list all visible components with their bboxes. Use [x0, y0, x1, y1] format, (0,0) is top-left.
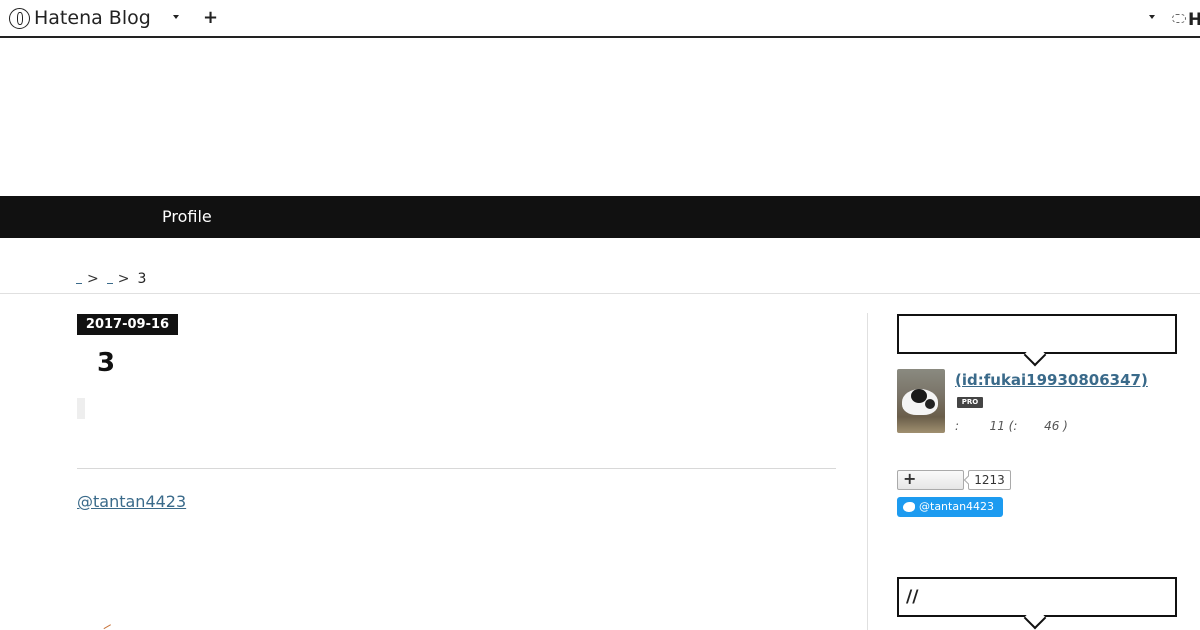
hatena-blog-logo[interactable]: Hatena Blog — [9, 7, 151, 29]
add-icon[interactable]: + — [203, 7, 219, 28]
entry-title[interactable]: 3 — [97, 348, 116, 378]
chevron-down-icon[interactable] — [173, 15, 179, 19]
plus-icon: + — [903, 469, 917, 488]
breadcrumb-separator: > — [117, 271, 130, 287]
breadcrumb: > > 3 — [76, 271, 146, 287]
hatena-logo-icon — [9, 7, 30, 29]
entry-divider — [77, 468, 836, 469]
pencil-icon — [103, 624, 113, 630]
user-menu-chevron-down-icon[interactable] — [1149, 15, 1155, 19]
account-label: H — [1188, 10, 1200, 30]
pro-badge: PRO — [957, 397, 983, 408]
sidebar-section-heading: // — [897, 577, 1177, 617]
twitter-follow-button[interactable]: @tantan4423 — [897, 497, 1003, 517]
twitter-bird-icon — [903, 502, 915, 512]
breadcrumb-current: 3 — [137, 271, 147, 287]
avatar[interactable] — [897, 369, 945, 433]
global-header: Hatena Blog + H — [0, 0, 1200, 38]
hatena-cloud-icon — [1172, 14, 1186, 23]
nav-item-profile[interactable]: Profile — [162, 207, 212, 226]
breadcrumb-home-link[interactable] — [76, 274, 82, 284]
profile-heading — [897, 314, 1177, 354]
hatena-account-link[interactable]: H — [1172, 10, 1200, 30]
cat-spot — [925, 399, 935, 409]
breadcrumb-separator: > — [87, 271, 99, 287]
blog-navigation: Profile — [0, 196, 1200, 238]
twitter-handle-link[interactable]: @tantan4423 — [77, 492, 187, 511]
hatena-bookmark-button[interactable]: + — [897, 469, 964, 490]
bookmark-count[interactable]: 1213 — [968, 470, 1011, 490]
twitter-follow-label: @tantan4423 — [919, 500, 995, 513]
divider — [0, 293, 1200, 294]
profile-stats: : 11 (: 46 ) — [955, 419, 1068, 433]
profile-id-link[interactable]: (id:fukai19930806347) — [955, 371, 1148, 389]
breadcrumb-category-link[interactable] — [106, 274, 113, 284]
entry-content-placeholder — [77, 398, 85, 419]
logo-text: Hatena Blog — [34, 7, 151, 29]
sidebar-divider — [867, 313, 868, 630]
entry-date[interactable]: 2017-09-16 — [77, 314, 178, 335]
cat-spot — [911, 389, 927, 403]
